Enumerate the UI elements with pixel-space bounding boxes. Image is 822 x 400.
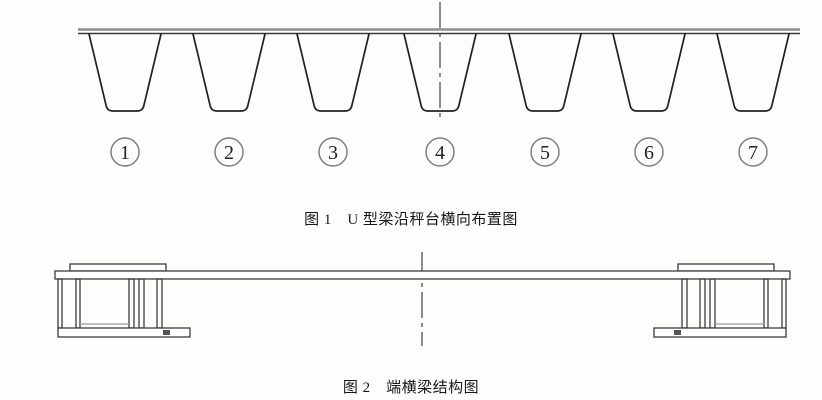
end-box-right [681,278,787,329]
end-web-left-inner [75,278,81,329]
u-girder-3 [296,33,370,112]
girder-label-1-text: 1 [120,142,130,164]
girder-label-group: 1 2 3 4 5 [110,137,768,167]
end-box-left [57,278,163,329]
end-web-right-inner [763,278,769,329]
circle-marker-icon [425,137,455,167]
stiffener-left-b [138,278,145,329]
u-girder-5 [508,33,582,112]
girder-label-2: 2 [214,137,244,167]
bottom-flange-left-group [57,327,191,338]
circle-marker-icon [110,137,140,167]
circle-marker-icon [530,137,560,167]
end-web-left-outer [57,278,63,329]
girder-label-1: 1 [110,137,140,167]
girder-label-2-text: 2 [224,142,234,164]
girder-label-3: 3 [318,137,348,167]
figure-2-caption: 图 2 端横梁结构图 [342,380,480,396]
circle-marker-icon [318,137,348,167]
figure-1: 1 2 3 4 5 [78,2,800,228]
u-girder-6 [612,33,686,112]
girder-label-7: 7 [738,137,768,167]
u-girder-group [88,33,790,112]
u-girder-1 [88,33,162,112]
end-web-right-outer [781,278,787,329]
u-girder-4 [403,33,477,112]
stiffener-left-c [156,278,163,329]
circle-marker-icon [738,137,768,167]
figure-2: 图 2 端横梁结构图 [0,248,822,400]
figure-1-caption: 图 1 U 型梁沿秤台横向布置图 [304,212,518,228]
stiffener-right-b [699,278,706,329]
girder-label-4-text: 4 [435,142,445,164]
girder-label-7-text: 7 [748,142,758,164]
u-girder-7 [716,33,790,112]
girder-label-4: 4 [425,137,455,167]
figure-1-drawing: 1 2 3 4 5 [78,2,800,167]
cap-plate-right [677,263,775,272]
u-girder-2 [192,33,266,112]
girder-label-5: 5 [530,137,560,167]
stiffener-right-a [709,278,716,329]
bottom-flange-left [57,327,191,338]
top-flange [54,270,791,280]
bottom-flange-right [653,327,787,338]
figure-2-drawing [54,252,791,346]
girder-label-3-text: 3 [328,142,338,164]
circle-marker-icon [634,137,664,167]
cap-plate-left [69,263,167,272]
stiffener-left-a [128,278,135,329]
girder-label-6-text: 6 [644,142,654,164]
girder-label-6: 6 [634,137,664,167]
stiffener-right-c [681,278,688,329]
bottom-flange-right-group [653,327,787,338]
circle-marker-icon [214,137,244,167]
girder-label-5-text: 5 [540,142,550,164]
bearing-plate-right [674,330,681,335]
bearing-plate-left [163,330,170,335]
